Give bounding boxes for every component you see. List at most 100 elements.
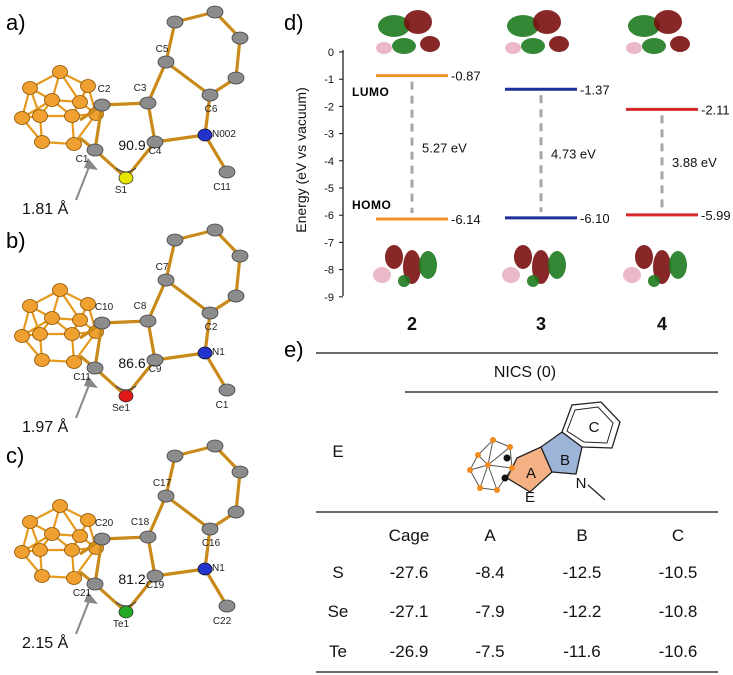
ring-a (506, 446, 553, 493)
atom-label: C11 (73, 372, 91, 383)
cage-boron (490, 437, 496, 443)
table-cell: -12.2 (563, 602, 602, 621)
bond (203, 568, 229, 607)
atom-label: C4 (149, 146, 162, 157)
carbon-atom (227, 289, 245, 303)
orbital-lobe (623, 267, 641, 283)
compound-label: 4 (657, 314, 667, 334)
cage-edge (477, 439, 494, 456)
bond (146, 102, 157, 143)
atom-label: C3 (134, 83, 147, 94)
carbon-atom (201, 306, 219, 320)
carbon-atom (231, 31, 249, 45)
atom-label: C7 (156, 262, 169, 273)
boron-atom (34, 569, 50, 583)
orbital-lobe (669, 251, 687, 279)
boron-atom (44, 311, 60, 325)
y-tick-label: -1 (324, 74, 334, 86)
table-cell: -10.8 (659, 602, 698, 621)
table-cell: -7.5 (475, 642, 504, 661)
atom-label: C5 (156, 44, 169, 55)
cage-boron (485, 462, 491, 468)
y-tick-label: -5 (324, 183, 334, 195)
bond (203, 352, 229, 391)
bond (146, 495, 168, 538)
atom-label: C2 (98, 84, 111, 95)
cage-boron (475, 452, 481, 458)
carbon-atom (86, 361, 104, 375)
carbon-atom (157, 489, 175, 503)
cage-edge (487, 464, 513, 469)
cage-edge (487, 464, 498, 491)
table-row: Se-27.1-7.9-12.2-10.8 (328, 602, 698, 621)
bond (146, 536, 157, 577)
panel-letter-c: c) (6, 443, 24, 468)
carbon-atom (139, 96, 157, 110)
distance-arrowhead (84, 592, 98, 604)
atom-label: N1 (212, 563, 225, 574)
cage-boron (507, 444, 513, 450)
carbon-atom (206, 5, 224, 19)
carbon-atom (139, 530, 157, 544)
atom-label: C10 (95, 302, 114, 313)
row-label: Se (328, 602, 349, 621)
cage-carbon-2 (501, 474, 509, 482)
cage-edge (469, 464, 489, 471)
atom-label: C21 (73, 588, 92, 599)
boron-atom (52, 65, 68, 79)
bond-distance-label: 2.15 Å (22, 633, 69, 652)
table-rows: S-27.6-8.4-12.5-10.5Se-27.1-7.9-12.2-10.… (328, 563, 698, 661)
orbital-lobe (642, 38, 666, 54)
boron-atom (22, 81, 38, 95)
lumo-label: LUMO (352, 85, 389, 99)
bond (165, 278, 211, 315)
atom-label: C1 (76, 154, 89, 165)
boron-atom (32, 109, 48, 123)
carbon-atom (231, 465, 249, 479)
bond (164, 21, 177, 63)
atom-label: N002 (212, 129, 236, 140)
orbital-lobe (514, 245, 532, 269)
gap-value: 3.88 eV (672, 155, 717, 170)
atom-label: C22 (213, 616, 232, 627)
heteroatom (118, 605, 134, 619)
carbon-atom (93, 98, 111, 112)
boron-atom (80, 513, 96, 527)
table-row: Te-26.9-7.5-11.6-10.6 (329, 642, 697, 661)
orbital-lobe (392, 38, 416, 54)
table-cell: -27.1 (390, 602, 429, 621)
orbital-lobe (654, 10, 682, 34)
carbon-atom (206, 223, 224, 237)
orbital-lobe (404, 10, 432, 34)
ring-label-b: B (560, 452, 570, 469)
table-cell: -10.5 (659, 563, 698, 582)
atom-label: C8 (134, 301, 147, 312)
cage-edge (487, 439, 494, 466)
boron-atom (32, 327, 48, 341)
orbital-lobe (670, 36, 690, 52)
energy-level-chart: Energy (eV vs vacuum) 0-1-2-3-4-5-6-7-8-… (293, 10, 731, 334)
carbon-atom (166, 15, 184, 29)
table-row-header: E (332, 442, 343, 461)
orbital-lobe (626, 42, 642, 54)
table-cell: -27.6 (390, 563, 429, 582)
bond (165, 494, 211, 531)
table-cell: -10.6 (659, 642, 698, 661)
nitrogen-atom (197, 128, 213, 142)
boron-atom (80, 297, 96, 311)
carbon-atom (201, 522, 219, 536)
column-header: Cage (389, 526, 430, 545)
carbon-atom (146, 569, 164, 583)
orbital-lobe (548, 251, 566, 279)
homo-value: -6.14 (451, 212, 481, 227)
orbital-lobe (533, 10, 561, 34)
bond (93, 538, 104, 585)
orbital-lobe (527, 275, 539, 287)
boron-atom (64, 543, 80, 557)
bond (124, 358, 157, 398)
boron-atom (14, 111, 30, 125)
table-cell: -8.4 (475, 563, 504, 582)
